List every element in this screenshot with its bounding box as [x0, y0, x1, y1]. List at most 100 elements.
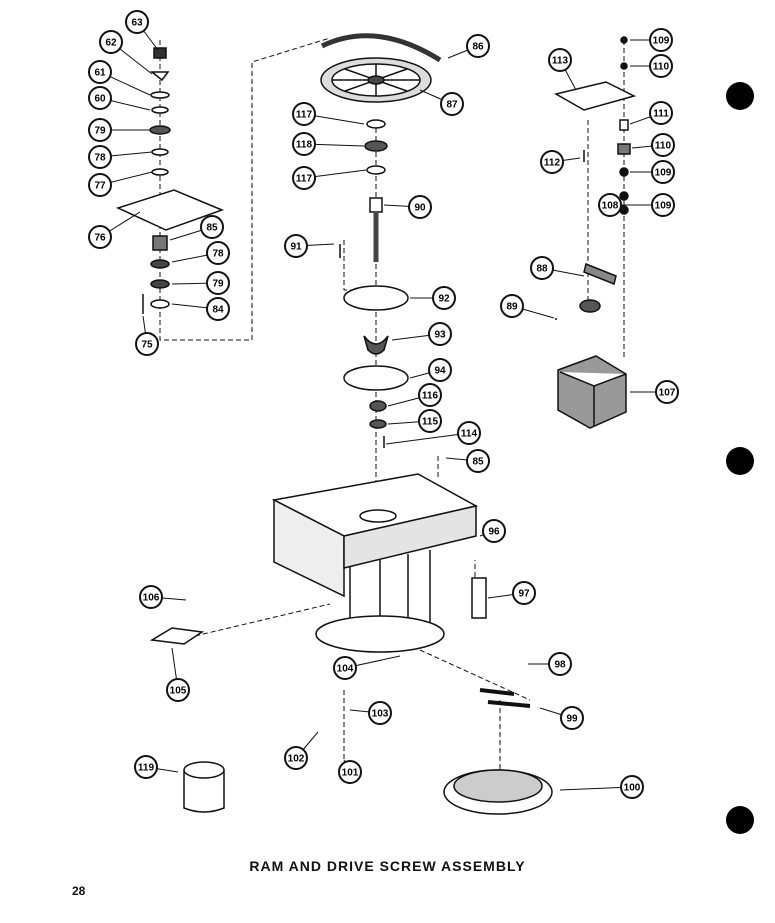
callout-number: 106	[143, 593, 160, 604]
callout-bubble	[206, 241, 230, 265]
housing-legs	[349, 550, 431, 640]
callout-number: 86	[472, 42, 484, 53]
callout-bubble	[560, 706, 584, 730]
callout-bubble	[88, 86, 112, 110]
assembly-line	[194, 603, 331, 637]
callout-91: 91	[284, 234, 335, 258]
callout-bubble	[649, 101, 673, 125]
callout-106: 106	[139, 585, 187, 609]
callout-bubble	[333, 656, 357, 680]
center-stack	[339, 119, 409, 448]
callout-111: 111	[629, 101, 673, 125]
callout-108: 108	[598, 193, 630, 217]
callout-78: 78	[88, 145, 153, 169]
callout-bubble	[530, 256, 554, 280]
washer-part	[151, 148, 169, 156]
base-disc	[315, 615, 445, 653]
callout-number: 111	[653, 109, 669, 120]
callout-bubble	[292, 166, 316, 190]
callout-85: 85	[169, 215, 224, 241]
assembly-line	[343, 240, 372, 291]
callout-bubble	[466, 34, 490, 58]
callout-bubble	[598, 193, 622, 217]
callout-number: 77	[94, 181, 106, 192]
bushing-part	[617, 143, 631, 155]
callout-number: 117	[296, 110, 313, 121]
callout-100: 100	[559, 775, 644, 799]
nut-part	[619, 191, 629, 201]
bearing-part	[149, 125, 171, 135]
callout-bubble	[88, 173, 112, 197]
callout-number: 109	[655, 201, 672, 212]
callout-62: 62	[99, 30, 153, 75]
callout-bubble	[418, 383, 442, 407]
callout-number: 114	[461, 429, 478, 440]
base-pan-inner	[453, 769, 543, 803]
callout-number: 61	[94, 68, 106, 79]
callout-110: 110	[630, 54, 673, 78]
bushing-part	[152, 235, 168, 251]
callout-bubble	[428, 322, 452, 346]
callout-84: 84	[171, 297, 230, 321]
callout-109: 109	[630, 28, 673, 52]
callout-number: 84	[212, 305, 224, 316]
callout-99: 99	[539, 706, 584, 730]
callout-bubble	[500, 294, 524, 318]
callout-number: 113	[552, 56, 569, 67]
callout-76: 76	[88, 211, 141, 249]
callout-89: 89	[500, 294, 555, 319]
motor-bracket	[553, 81, 637, 111]
callout-bubble	[134, 755, 158, 779]
washer-part	[151, 168, 169, 176]
callout-number: 96	[488, 527, 500, 538]
callout-number: 62	[105, 38, 117, 49]
callout-number: 89	[506, 302, 518, 313]
callout-number: 88	[536, 264, 548, 275]
callout-number: 101	[342, 768, 359, 779]
drive-belt	[320, 33, 442, 63]
callout-leader	[385, 432, 470, 445]
motor-edges	[559, 371, 627, 426]
callout-number: 79	[94, 126, 106, 137]
callout-number: 102	[288, 754, 305, 765]
callout-number: 116	[422, 391, 439, 402]
callout-number: 60	[94, 94, 106, 105]
callout-bubble	[620, 775, 644, 799]
callout-60: 60	[88, 86, 151, 111]
bearing-part	[369, 400, 387, 412]
binder-hole	[726, 806, 754, 834]
callout-107: 107	[630, 380, 679, 404]
callout-bubble	[284, 234, 308, 258]
callout-77: 77	[88, 171, 153, 197]
callout-bubble	[649, 54, 673, 78]
callout-bubble	[432, 286, 456, 310]
callout-113: 113	[548, 48, 577, 91]
callout-number: 99	[566, 714, 578, 725]
callout-bubble	[206, 297, 230, 321]
callout-105: 105	[166, 647, 190, 702]
nut-part	[620, 36, 628, 44]
nut-part	[153, 47, 167, 59]
callout-bubble	[655, 380, 679, 404]
callout-number: 75	[141, 340, 153, 351]
drive-nut	[363, 335, 389, 355]
callout-bubble	[428, 358, 452, 382]
ram-plate	[343, 285, 409, 311]
callout-number: 85	[472, 457, 484, 468]
housing-left-wall	[273, 498, 345, 598]
callout-bubble	[548, 652, 572, 676]
assembly-line	[419, 649, 531, 701]
callout-117: 117	[292, 166, 367, 190]
bracket-part	[471, 577, 487, 619]
clamp-part	[149, 627, 205, 645]
callout-number: 105	[170, 686, 187, 697]
callout-bubble	[651, 193, 675, 217]
clip-part	[149, 71, 170, 82]
callout-bubble	[548, 48, 572, 72]
callout-96: 96	[479, 519, 506, 543]
callout-number: 97	[518, 589, 530, 600]
binder-holes	[726, 82, 754, 834]
callout-number: 103	[372, 709, 389, 720]
